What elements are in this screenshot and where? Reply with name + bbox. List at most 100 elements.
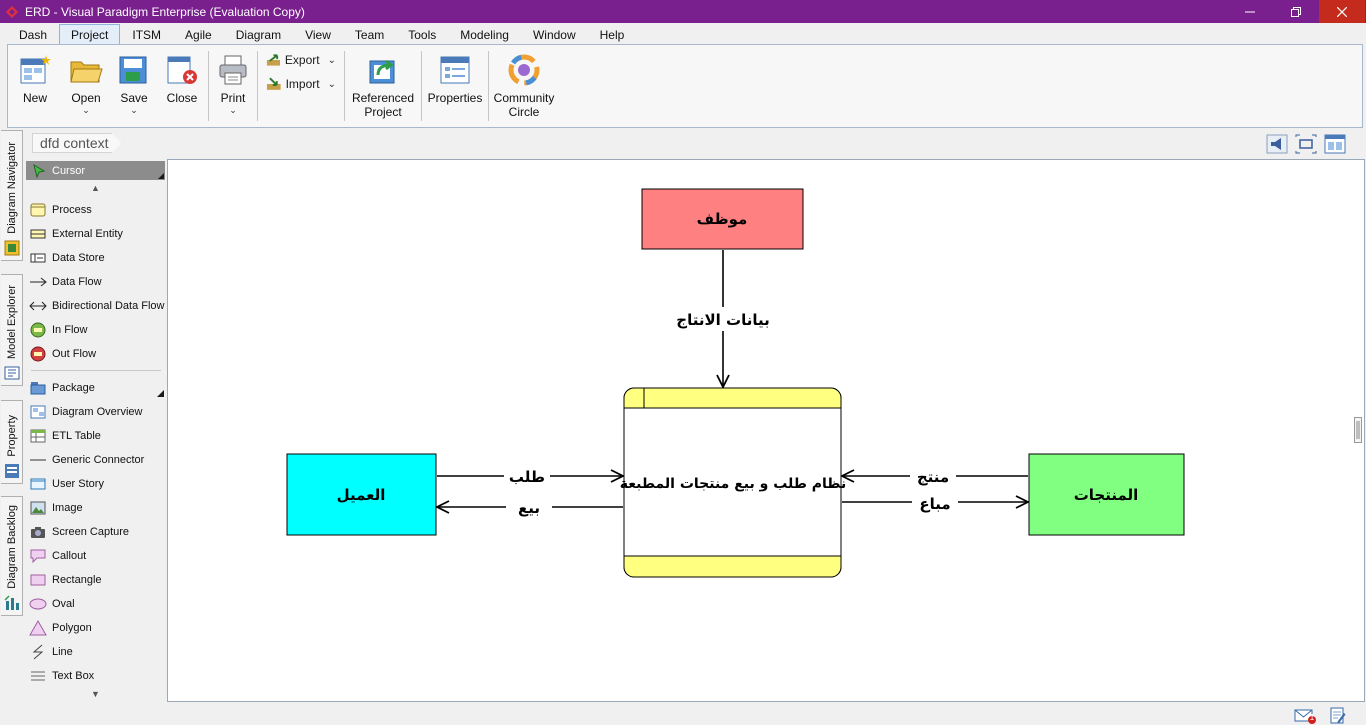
restore-button[interactable]: [1273, 0, 1319, 23]
tab-diagram-navigator[interactable]: Diagram Navigator: [1, 130, 23, 261]
open-project-button[interactable]: Open ⌄: [62, 45, 110, 127]
data-flow-icon: [30, 277, 47, 287]
close-project-icon: [167, 56, 197, 84]
palette-package[interactable]: Package: [29, 377, 95, 399]
diagram-palette: Cursor ▲ Process External Entity Data St…: [25, 159, 167, 704]
export-button[interactable]: Export ⌄: [260, 48, 342, 72]
group-expand-corner-icon[interactable]: [157, 390, 164, 397]
scroll-down-arrow-icon[interactable]: ▼: [91, 689, 100, 699]
export-chevron-down-icon[interactable]: ⌄: [327, 54, 336, 66]
palette-external-entity[interactable]: External Entity: [29, 223, 123, 245]
user-story-icon: [30, 478, 46, 490]
tab-itsm[interactable]: ITSM: [132, 28, 162, 42]
sold-label: مباع: [919, 495, 950, 513]
import-chevron-down-icon[interactable]: ⌄: [327, 78, 336, 90]
print-dropdown-chevron-icon[interactable]: ⌄: [229, 105, 237, 115]
package-icon: [30, 382, 46, 395]
menu-bar: Dash Project ITSM Agile Diagram View Tea…: [0, 23, 1366, 45]
notifications-button[interactable]: 1: [1294, 708, 1316, 724]
flow-label-bg: [506, 495, 552, 519]
tab-help[interactable]: Help: [599, 28, 625, 42]
minimize-button[interactable]: [1227, 0, 1273, 23]
order-label: طلب: [509, 468, 545, 486]
palette-polygon[interactable]: Polygon: [29, 617, 92, 639]
side-tab-strip: Diagram Navigator Model Explorer Propert…: [0, 130, 24, 710]
palette-bidirectional-data-flow[interactable]: Bidirectional Data Flow: [29, 295, 165, 317]
palette-cursor-tool[interactable]: Cursor: [26, 161, 165, 180]
palette-callout[interactable]: Callout: [29, 545, 86, 567]
mail-icon: [1294, 709, 1316, 724]
tab-project[interactable]: Project: [59, 24, 121, 45]
palette-image[interactable]: Image: [29, 497, 83, 519]
tab-modeling[interactable]: Modeling: [460, 28, 509, 42]
image-icon: [30, 501, 46, 515]
palette-generic-connector[interactable]: Generic Connector: [29, 449, 144, 471]
tab-tools[interactable]: Tools: [408, 28, 437, 42]
tab-model-explorer[interactable]: Model Explorer: [1, 274, 23, 386]
dfd-diagram[interactable]: موظف بيانات الانتاج نظام طلب و بيع منتجا…: [168, 160, 1364, 701]
employee-label: موظف: [697, 210, 748, 228]
model-explorer-icon: [4, 366, 19, 380]
palette-text-box[interactable]: Text Box: [29, 665, 94, 687]
import-icon: [266, 77, 281, 90]
palette-data-flow[interactable]: Data Flow: [29, 271, 102, 293]
save-project-button[interactable]: Save ⌄: [110, 45, 158, 127]
referenced-project-button[interactable]: Referenced Project: [347, 45, 419, 127]
process-node[interactable]: نظام طلب و بيع منتجات المطبعة: [620, 387, 846, 578]
open-dropdown-chevron-icon[interactable]: ⌄: [82, 105, 90, 115]
fit-to-window-icon[interactable]: [1295, 134, 1317, 154]
close-window-button[interactable]: [1319, 0, 1365, 23]
data-store-icon: [30, 253, 46, 263]
products-label: المنتجات: [1074, 486, 1139, 504]
announcement-icon[interactable]: [1266, 134, 1288, 154]
diagram-canvas[interactable]: موظف بيانات الانتاج نظام طلب و بيع منتجا…: [167, 159, 1365, 702]
print-button[interactable]: Print ⌄: [211, 45, 255, 127]
ribbon-separator: [488, 51, 489, 121]
save-dropdown-chevron-icon[interactable]: ⌄: [130, 105, 138, 115]
palette-in-flow[interactable]: In Flow: [29, 319, 87, 341]
text-box-icon: [31, 671, 45, 681]
community-circle-icon: [508, 54, 540, 86]
palette-out-flow[interactable]: Out Flow: [29, 343, 96, 365]
customer-label: العميل: [337, 486, 386, 504]
rectangle-icon: [30, 574, 46, 586]
breadcrumb[interactable]: dfd context: [32, 133, 122, 153]
close-project-button[interactable]: Close: [158, 45, 206, 127]
tab-agile[interactable]: Agile: [185, 28, 212, 42]
diagram-backlog-icon: [3, 595, 19, 610]
edit-document-icon[interactable]: [1330, 707, 1346, 724]
palette-process[interactable]: Process: [29, 199, 92, 221]
callout-icon: [30, 549, 46, 563]
tab-window[interactable]: Window: [532, 28, 576, 42]
line-icon: [32, 644, 44, 660]
palette-line[interactable]: Line: [29, 641, 73, 663]
tab-diagram[interactable]: Diagram: [235, 28, 282, 42]
generic-connector-icon: [30, 459, 46, 461]
tab-view[interactable]: View: [305, 28, 331, 42]
tab-diagram-backlog[interactable]: Diagram Backlog: [1, 496, 23, 616]
window-title: ERD - Visual Paradigm Enterprise (Evalua…: [25, 4, 305, 19]
palette-etl-table[interactable]: ETL Table: [29, 425, 101, 447]
palette-diagram-overview[interactable]: Diagram Overview: [29, 401, 142, 423]
community-circle-button[interactable]: Community Circle: [491, 45, 557, 127]
new-project-button[interactable]: New: [8, 45, 62, 127]
tab-dash[interactable]: Dash: [19, 28, 48, 42]
panel-layout-icon[interactable]: [1324, 134, 1346, 154]
palette-screen-capture[interactable]: Screen Capture: [29, 521, 129, 543]
splitter-grip-icon[interactable]: [1354, 417, 1362, 443]
palette-rectangle[interactable]: Rectangle: [29, 569, 102, 591]
tab-team[interactable]: Team: [354, 28, 385, 42]
properties-button[interactable]: Properties: [424, 45, 486, 127]
entity-employee[interactable]: موظف: [641, 188, 804, 250]
tab-property[interactable]: Property: [1, 400, 23, 484]
import-button[interactable]: Import ⌄: [260, 72, 342, 96]
palette-user-story[interactable]: User Story: [29, 473, 104, 495]
new-project-icon: [20, 55, 51, 84]
palette-oval[interactable]: Oval: [29, 593, 75, 615]
entity-products[interactable]: المنتجات: [1028, 453, 1185, 536]
entity-customer[interactable]: العميل: [286, 453, 437, 536]
app-logo-icon: [5, 5, 19, 19]
expand-corner-icon: [158, 173, 164, 179]
scroll-up-arrow-icon[interactable]: ▲: [91, 183, 100, 193]
palette-data-store[interactable]: Data Store: [29, 247, 105, 269]
